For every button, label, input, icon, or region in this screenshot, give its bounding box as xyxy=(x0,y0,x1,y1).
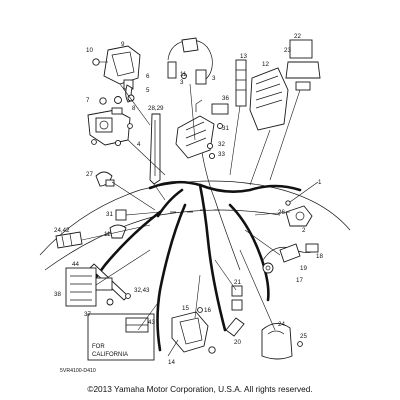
part-connector-strip xyxy=(235,59,247,107)
callout-3b: 3 xyxy=(212,75,216,82)
callout-24-42: 24,42 xyxy=(54,227,70,234)
callout-18: 18 xyxy=(316,253,323,260)
part-clip-27 xyxy=(95,171,115,187)
wire-harness xyxy=(78,180,302,352)
part-main-switch-assembly xyxy=(92,45,141,104)
callout-28-29: 28,29 xyxy=(148,105,164,112)
part-starter-relay xyxy=(65,267,114,307)
callout-38: 38 xyxy=(54,291,61,298)
callout-7: 7 xyxy=(86,97,90,104)
copyright-notice: ©2013 Yamaha Motor Corporation, U.S.A. A… xyxy=(87,384,313,394)
callout-19: 19 xyxy=(300,265,307,272)
callout-32-43: 32,43 xyxy=(134,287,150,294)
callout-22: 22 xyxy=(294,33,301,40)
callout-13: 13 xyxy=(240,53,247,60)
callout-31b: 31 xyxy=(106,211,113,218)
part-rectifier-bracket xyxy=(175,99,229,160)
callout-14: 14 xyxy=(168,359,175,366)
part-ignition-switch xyxy=(87,97,133,147)
callout-11b: 11 xyxy=(104,231,111,238)
callout-9: 9 xyxy=(121,41,125,48)
california-label-line1: FOR xyxy=(92,344,105,350)
callout-20: 20 xyxy=(234,339,241,346)
callout-17: 17 xyxy=(296,277,303,284)
callout-8: 8 xyxy=(132,105,136,112)
callout-2: 2 xyxy=(302,227,306,234)
part-rear-cover xyxy=(261,323,303,360)
california-inset xyxy=(87,313,155,361)
callout-10: 10 xyxy=(86,47,93,54)
callout-21: 21 xyxy=(234,279,241,286)
part-bracket-strap xyxy=(149,113,161,185)
callout-numbers: 9 10 6 5 7 8 4 28,29 11 3 3 13 12 22 23 … xyxy=(54,33,323,366)
callout-44: 44 xyxy=(72,261,79,268)
part-bracket-21 xyxy=(231,285,243,311)
part-position-switch xyxy=(285,181,319,227)
callout-4: 4 xyxy=(137,141,141,148)
callout-15: 15 xyxy=(182,305,189,312)
part-ecu-unit xyxy=(249,67,289,131)
callout-6: 6 xyxy=(146,73,150,80)
callout-12: 12 xyxy=(262,61,269,68)
part-relay xyxy=(285,39,321,91)
part-sensor-17-19 xyxy=(261,243,319,274)
callout-1: 1 xyxy=(318,179,322,186)
callout-11: 11 xyxy=(180,71,187,78)
part-grommet xyxy=(55,231,83,249)
california-label-line2: CALIFORNIA xyxy=(92,352,128,358)
callout-26: 26 xyxy=(278,209,285,216)
callout-5: 5 xyxy=(146,87,150,94)
callout-33: 33 xyxy=(218,151,225,158)
callout-36: 36 xyxy=(222,95,229,102)
callout-37: 37 xyxy=(84,311,91,318)
callout-31: 31 xyxy=(222,125,229,132)
part-spark-plug-lead xyxy=(167,37,213,85)
leader-lines xyxy=(81,83,301,331)
diagram-code: 5VR4100-D410 xyxy=(60,368,96,374)
callout-25: 25 xyxy=(300,333,307,340)
callout-23: 23 xyxy=(284,47,291,54)
callout-27: 27 xyxy=(86,171,93,178)
callout-3: 3 xyxy=(180,79,184,86)
callout-43: 43 xyxy=(148,319,155,326)
callout-16: 16 xyxy=(204,307,211,314)
callout-32: 32 xyxy=(218,141,225,148)
frame-outline xyxy=(39,139,351,271)
part-starter-solenoid xyxy=(167,307,245,357)
callout-24: 24 xyxy=(278,321,285,328)
